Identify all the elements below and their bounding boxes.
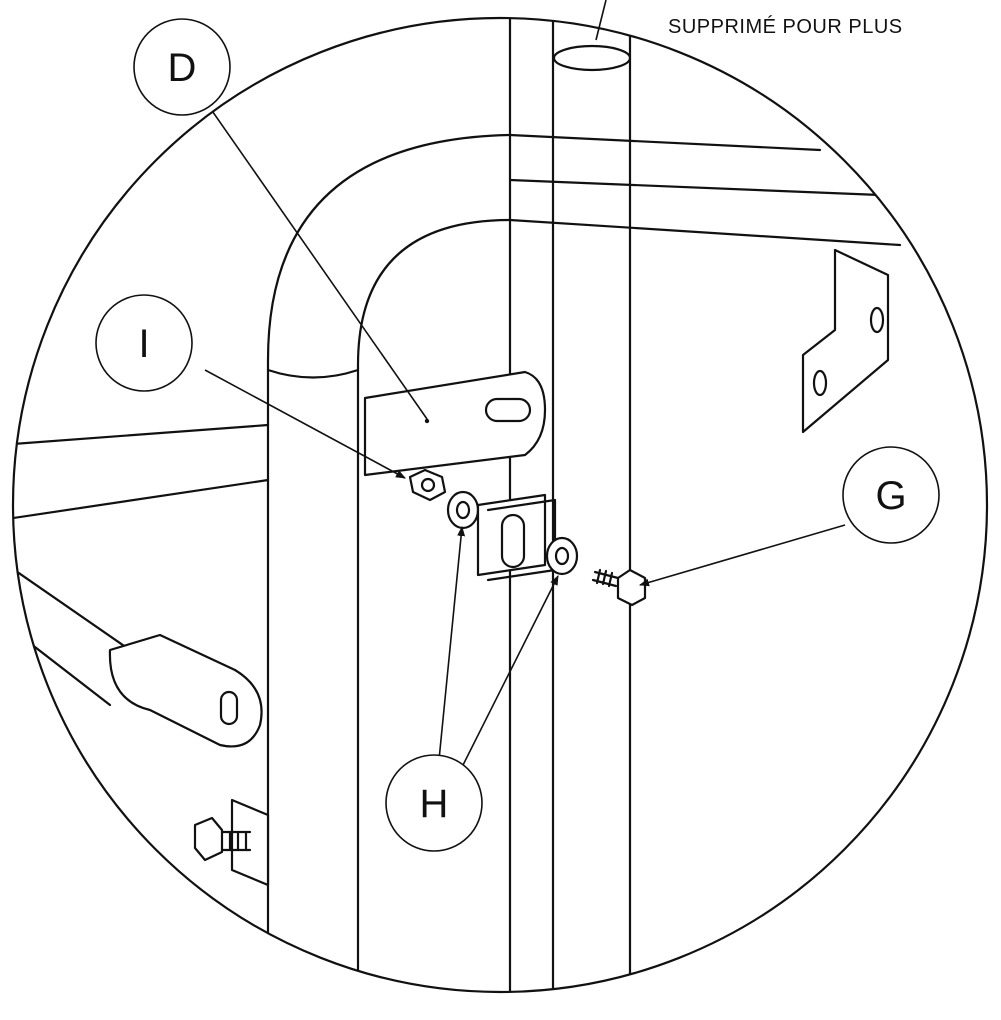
callout-i: I [95,294,193,392]
right-bracket [801,248,890,434]
part-d-slotted-tab [363,370,547,477]
bolt-g [591,568,647,607]
lower-left-tube [13,558,263,748]
nut-i [408,468,447,502]
arrow-h-left [437,526,466,771]
washer-h-left [446,490,480,530]
detail-view-content [13,18,902,992]
note-text: SUPPRIMÉ POUR PLUS [668,16,903,38]
callout-i-label: I [138,322,149,366]
washer-h-right [545,536,579,576]
callout-d: D [133,18,231,116]
callout-g: G [842,446,940,544]
left-rail [13,423,270,522]
clamp-plate [476,493,557,582]
lower-left-bracket [193,798,270,887]
callout-h: H [385,754,483,852]
leader-d [207,104,428,420]
bent-tube [266,133,902,992]
callout-d-label: D [168,46,197,90]
note-leader-line [595,0,607,41]
arrow-h-right [457,575,559,776]
arrow-g [639,524,846,587]
arrow-i [204,369,406,479]
callout-g-label: G [875,474,906,518]
callout-h-label: H [420,782,449,826]
detail-circle [11,16,989,994]
